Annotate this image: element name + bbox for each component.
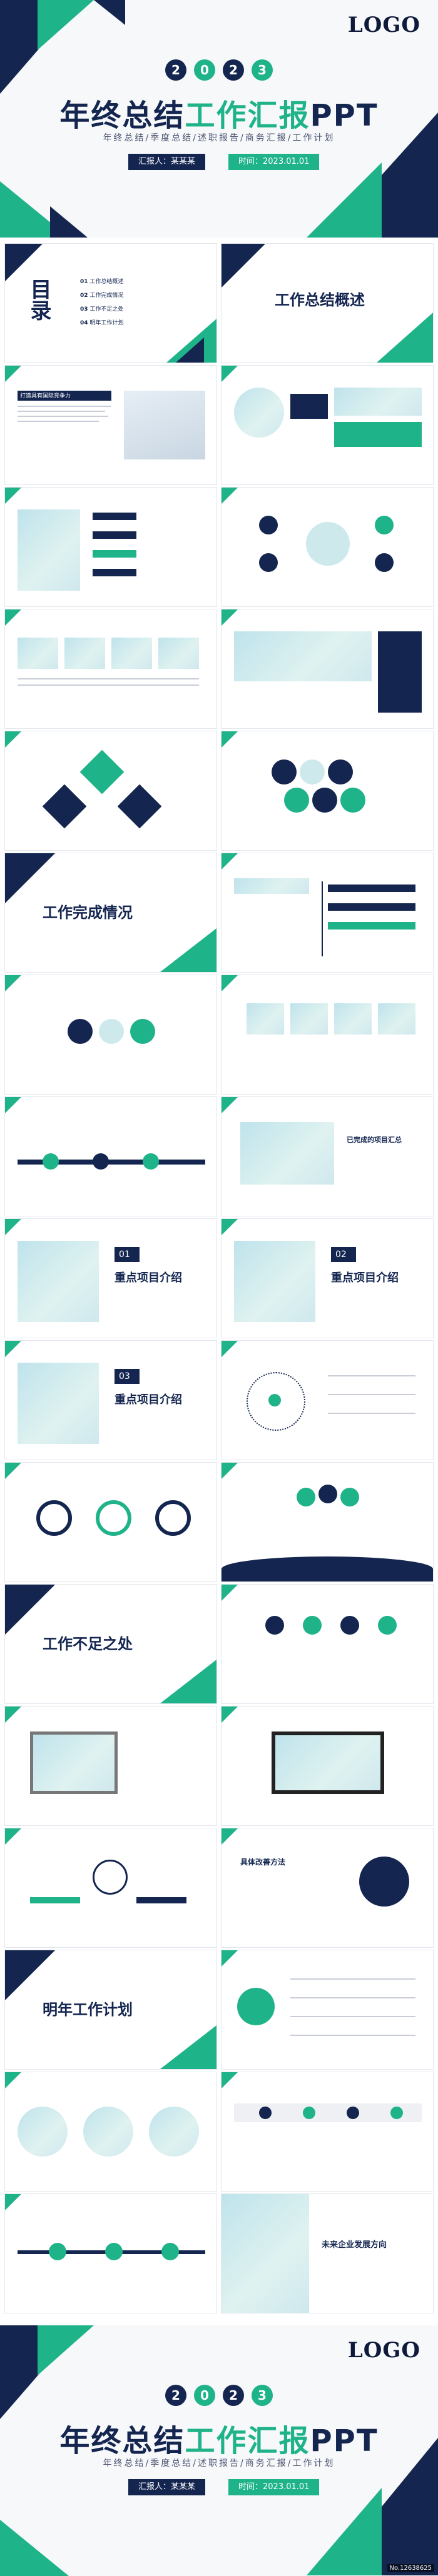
slide-list	[5, 488, 216, 606]
slide-branches	[222, 1950, 433, 2069]
slide-summary: 已完成的项目汇总	[222, 1097, 433, 1216]
slide-section-1: 工作总结概述	[222, 244, 433, 363]
slide-quotes	[222, 366, 433, 484]
slide-steps	[222, 975, 433, 1094]
year-digit: 2	[165, 2385, 186, 2406]
slide-section-4: 明年工作计划	[5, 1950, 216, 2069]
slide-gallery	[222, 609, 433, 728]
slide-road	[5, 1097, 216, 1216]
slide-bubbles	[5, 2072, 216, 2191]
item-num: 03	[119, 1371, 130, 1381]
slide-flow	[5, 975, 216, 1094]
date-pill: 时间：2023.01.01	[228, 154, 320, 170]
method-label: 具体改善方法	[240, 1858, 286, 1867]
slide-hexagons	[222, 731, 433, 850]
toc-num: 03	[80, 306, 88, 313]
title-part: PPT	[310, 98, 379, 133]
slide-bulb	[5, 1828, 216, 1947]
toc-label: 明年工作计划	[89, 320, 124, 326]
date-pill: 时间：2023.01.01	[228, 2479, 320, 2495]
cover-title: 年终总结工作汇报PPT	[0, 2416, 438, 2460]
year-digit: 2	[223, 59, 244, 81]
year-digit: 3	[252, 59, 273, 81]
slide-method: 具体改善方法	[222, 1828, 433, 1947]
toc-label: 工作总结概述	[89, 279, 124, 285]
cover-subtitle: 年终总结/季度总结/述职报告/商务汇报/工作计划	[103, 133, 335, 143]
year-digit: 0	[194, 59, 215, 81]
year-digit: 3	[252, 2385, 273, 2406]
year-digit: 0	[194, 2385, 215, 2406]
toc-num: 02	[80, 293, 88, 299]
watermark-id: No.12638625	[387, 2564, 434, 2572]
section-title: 工作总结概述	[275, 291, 365, 309]
toc-num: 04	[80, 320, 88, 326]
slide-screen	[5, 1706, 216, 1825]
slide-intro: 打造具有国际竞争力	[5, 366, 216, 484]
slide-hub	[222, 488, 433, 606]
item-label: 重点项目介绍	[115, 1393, 182, 1406]
reporter-pill: 汇报人：某某某	[128, 154, 206, 170]
future-label: 未来企业发展方向	[322, 2240, 387, 2250]
item-num: 01	[119, 1250, 130, 1260]
toc-num: 01	[80, 279, 88, 285]
section-title: 明年工作计划	[43, 2001, 133, 2018]
slide-path	[5, 2194, 216, 2313]
slide-item-01: 01 重点项目介绍	[5, 1219, 216, 1338]
cover-subtitle: 年终总结/季度总结/述职报告/商务汇报/工作计划	[103, 2458, 335, 2468]
logo-text: LOGO	[347, 2338, 420, 2363]
slide-network	[222, 1341, 433, 1460]
slide-future: 未来企业发展方向	[222, 2194, 433, 2313]
slide-diamonds	[5, 731, 216, 850]
item-label: 重点项目介绍	[331, 1271, 399, 1285]
title-part: 年终总结	[59, 2423, 185, 2458]
title-part: 年终总结	[59, 98, 185, 133]
slide-laptop	[222, 1706, 433, 1825]
slide-section-2: 工作完成情况	[5, 853, 216, 972]
toc-title: 目录	[26, 278, 51, 321]
toc-list: 01 工作总结概述 02 工作完成情况 03 工作不足之处 04 明年工作计划	[80, 275, 123, 330]
section-title: 工作不足之处	[43, 1635, 133, 1653]
slide-rings	[5, 1463, 216, 1581]
cover-title: 年终总结工作汇报PPT	[0, 91, 438, 134]
slide-timeline	[222, 853, 433, 972]
slide-cards	[5, 609, 216, 728]
slide-item-03: 03 重点项目介绍	[5, 1341, 216, 1460]
section-title: 工作完成情况	[43, 904, 133, 921]
title-part: 工作汇报	[185, 98, 310, 133]
title-part: PPT	[310, 2423, 379, 2458]
item-label: 重点项目介绍	[115, 1271, 182, 1285]
toc-label: 工作不足之处	[89, 306, 124, 313]
summary-label: 已完成的项目汇总	[347, 1136, 402, 1144]
reporter-pill: 汇报人：某某某	[128, 2479, 206, 2495]
toc-label: 工作完成情况	[89, 293, 124, 299]
slide-toc: 目录 01 工作总结概述 02 工作完成情况 03 工作不足之处 04 明年工作…	[5, 244, 216, 363]
item-num: 02	[335, 1250, 347, 1260]
slide-item-02: 02 重点项目介绍	[222, 1219, 433, 1338]
slide-pins	[222, 2072, 433, 2191]
year-digit: 2	[223, 2385, 244, 2406]
year-digit: 2	[165, 59, 186, 81]
logo-text: LOGO	[347, 13, 420, 38]
slide-people	[222, 1585, 433, 1703]
title-part: 工作汇报	[185, 2423, 310, 2458]
intro-head: 打造具有国际竞争力	[20, 393, 71, 399]
slide-section-3: 工作不足之处	[5, 1585, 216, 1703]
slide-tree	[222, 1463, 433, 1581]
